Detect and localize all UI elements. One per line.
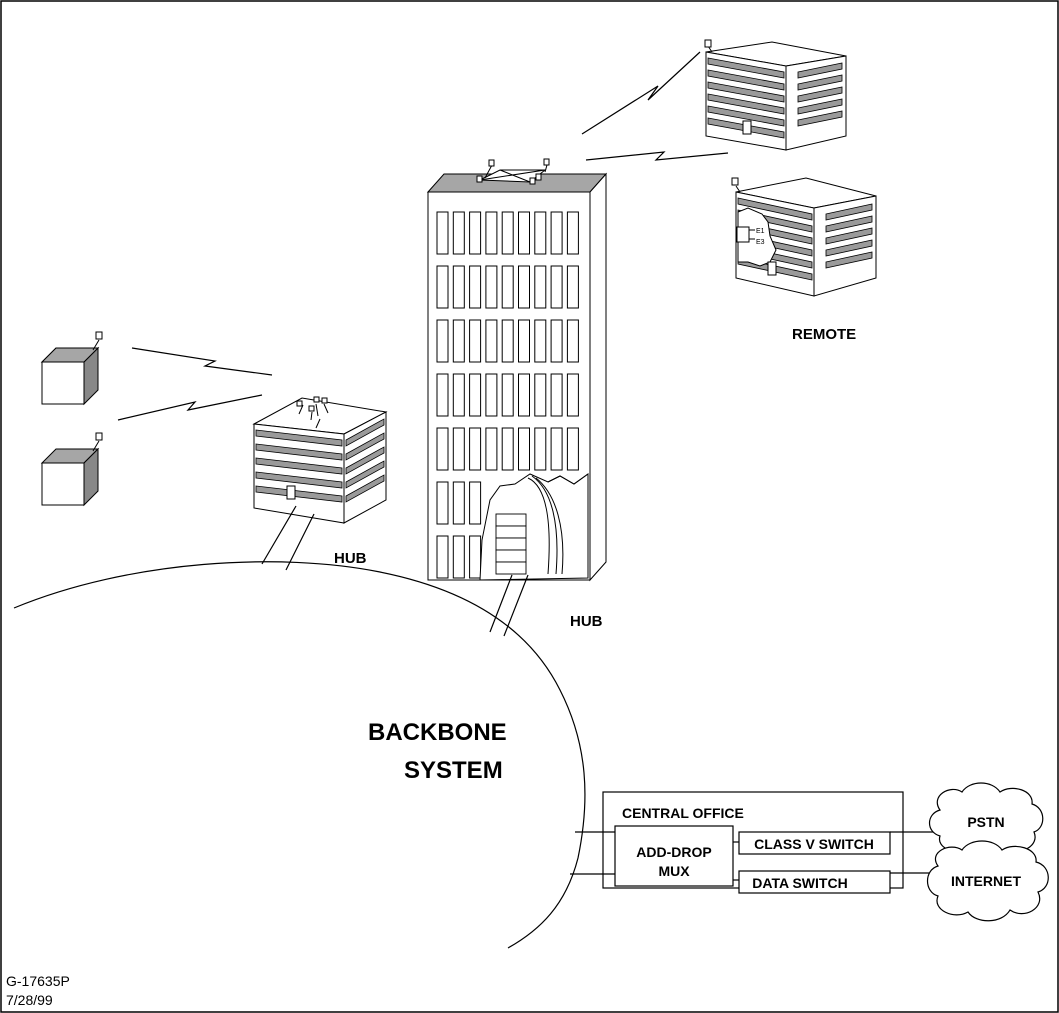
tower-window <box>485 211 498 255</box>
pstn-cloud <box>928 782 1044 858</box>
tower-window <box>501 211 514 255</box>
class-v-switch-label: CLASS V SWITCH <box>754 836 874 852</box>
wireless-link-4 <box>585 151 729 161</box>
e1-label: E1 <box>756 228 765 235</box>
tower-window <box>452 427 465 471</box>
tower-window <box>485 265 498 309</box>
add-drop-mux-label-line1: ADD-DROP <box>636 844 711 860</box>
tower-window <box>518 319 530 363</box>
tower-window <box>436 265 449 309</box>
tower-window <box>566 373 579 417</box>
tower-window <box>436 373 449 417</box>
data-switch-label: DATA SWITCH <box>752 875 847 891</box>
tower-window <box>452 481 465 525</box>
tower-window <box>469 427 482 471</box>
tower-window <box>452 211 465 255</box>
tower-windows <box>436 211 579 579</box>
hub-building-left <box>252 396 388 571</box>
wireless-link-1 <box>131 347 273 376</box>
tower-window <box>436 211 449 255</box>
tower-window <box>485 319 498 363</box>
tower-window <box>534 427 547 471</box>
tower-window <box>534 211 547 255</box>
small-site-cube-1 <box>40 331 103 406</box>
tower-window <box>469 481 482 525</box>
tower-window <box>534 265 547 309</box>
remote-building-1 <box>704 39 847 151</box>
tower-window <box>550 265 563 309</box>
tower-window <box>436 535 449 579</box>
tower-window <box>518 211 530 255</box>
tower-window <box>566 427 579 471</box>
tower-window <box>501 373 514 417</box>
internet-cloud <box>926 840 1049 922</box>
hub-left-label: HUB <box>334 550 367 567</box>
tower-window <box>501 265 514 309</box>
tower-window <box>501 319 514 363</box>
backbone-label-line2: SYSTEM <box>404 757 503 784</box>
backbone-boundary <box>13 561 586 949</box>
add-drop-mux-label-line2: MUX <box>658 863 690 879</box>
tower-window <box>518 265 530 309</box>
pstn-label: PSTN <box>967 814 1004 830</box>
tower-window <box>452 265 465 309</box>
tower-window <box>534 319 547 363</box>
tower-window <box>452 373 465 417</box>
data-switch-box <box>738 870 891 894</box>
tower-window <box>436 319 449 363</box>
tower-window <box>469 211 482 255</box>
wireless-link-3 <box>581 51 701 135</box>
add-drop-mux-box <box>614 825 734 887</box>
tower-window <box>550 211 563 255</box>
tower-window <box>550 319 563 363</box>
tower-window <box>566 211 579 255</box>
tower-window <box>534 373 547 417</box>
tower-window <box>469 265 482 309</box>
tower-window <box>518 373 530 417</box>
drawing-date: 7/28/99 <box>6 992 53 1008</box>
e3-label: E3 <box>756 239 765 246</box>
tower-window <box>436 427 449 471</box>
tower-window <box>485 373 498 417</box>
tower-window <box>469 319 482 363</box>
tower-window <box>566 265 579 309</box>
hub-tower-building <box>426 158 608 637</box>
central-office-label: CENTRAL OFFICE <box>622 805 744 821</box>
remote-building-2 <box>731 177 877 297</box>
tower-window <box>518 427 530 471</box>
internet-label: INTERNET <box>951 873 1021 889</box>
remote-label: REMOTE <box>792 326 856 343</box>
small-site-cube-2 <box>40 432 103 507</box>
tower-window <box>501 427 514 471</box>
tower-window <box>566 319 579 363</box>
tower-window <box>452 535 465 579</box>
tower-window <box>452 319 465 363</box>
tower-window <box>469 373 482 417</box>
drawing-number: G-17635P <box>6 973 70 989</box>
tower-window <box>436 481 449 525</box>
tower-window <box>485 427 498 471</box>
tower-window <box>550 373 563 417</box>
tower-window <box>550 427 563 471</box>
class-v-switch-box <box>738 831 891 855</box>
wireless-link-2 <box>117 394 263 421</box>
tower-window <box>469 535 482 579</box>
backbone-label-line1: BACKBONE <box>368 719 507 746</box>
hub-tower-label: HUB <box>570 613 603 630</box>
